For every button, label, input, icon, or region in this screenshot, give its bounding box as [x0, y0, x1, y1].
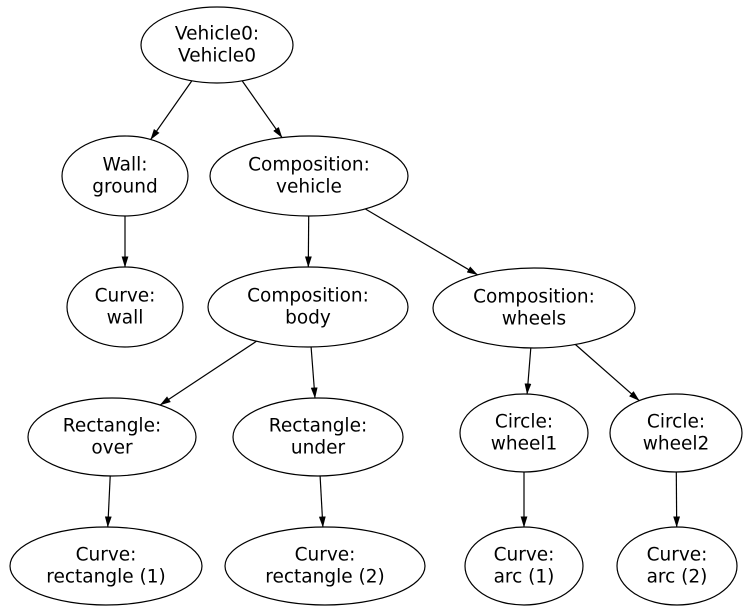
node-ellipse-curve-arc-2 — [616, 526, 738, 606]
node-ellipse-wall-ground — [61, 135, 189, 217]
node-label-composition-wheels-line2: wheels — [502, 309, 566, 330]
node-label-curve-arc-2-line1: Curve: — [647, 545, 708, 566]
node-circle-wheel2: Circle:wheel2 — [609, 393, 743, 473]
node-label-wall-ground-line1: Wall: — [103, 155, 148, 176]
node-label-rectangle-over-line1: Rectangle: — [63, 416, 161, 437]
node-label-curve-rectangle-1-line1: Curve: — [76, 545, 137, 566]
node-label-composition-body-line1: Composition: — [247, 286, 369, 307]
node-ellipse-curve-arc-1 — [464, 526, 584, 606]
node-ellipse-circle-wheel1 — [459, 393, 589, 473]
node-label-curve-rectangle-2-line2: rectangle (2) — [265, 567, 384, 588]
node-label-composition-wheels-line1: Composition: — [473, 287, 595, 308]
node-curve-arc-1: Curve:arc (1) — [464, 526, 584, 606]
node-label-circle-wheel1-line2: wheel1 — [491, 434, 558, 455]
node-vehicle0: Vehicle0:Vehicle0 — [140, 6, 294, 84]
node-ellipse-curve-rectangle-1 — [9, 526, 203, 606]
node-rectangle-over: Rectangle:over — [27, 397, 197, 477]
node-label-composition-vehicle-line2: vehicle — [276, 177, 342, 198]
node-label-vehicle0-line2: Vehicle0 — [178, 46, 256, 67]
node-ellipse-composition-wheels — [432, 267, 636, 349]
node-curve-rectangle-1: Curve:rectangle (1) — [9, 526, 203, 606]
node-label-curve-wall-line1: Curve: — [95, 286, 156, 307]
node-label-curve-wall-line2: wall — [107, 308, 144, 329]
node-circle-wheel1: Circle:wheel1 — [459, 393, 589, 473]
node-composition-body: Composition:body — [207, 266, 409, 348]
node-label-curve-arc-2-line2: arc (2) — [647, 567, 708, 588]
edge-composition-wheels-to-circle-wheel1 — [524, 347, 532, 395]
node-composition-wheels: Composition:wheels — [432, 267, 636, 349]
node-curve-wall: Curve:wall — [66, 266, 184, 348]
node-ellipse-circle-wheel2 — [609, 393, 743, 473]
node-label-curve-arc-1-line1: Curve: — [494, 545, 555, 566]
node-ellipse-composition-vehicle — [209, 135, 409, 217]
edge-composition-wheels-to-circle-wheel2 — [575, 344, 640, 402]
edge-rectangle-under-to-curve-rectangle-2 — [318, 475, 326, 528]
node-label-circle-wheel2-line2: wheel2 — [643, 434, 710, 455]
node-ellipse-rectangle-under — [232, 397, 404, 477]
edge-composition-body-to-rectangle-under — [310, 346, 318, 399]
node-ellipse-curve-wall — [66, 266, 184, 348]
node-label-wall-ground-line2: ground — [92, 177, 157, 198]
node-label-rectangle-under-line1: Rectangle: — [269, 416, 367, 437]
node-label-rectangle-under-line2: under — [291, 438, 346, 459]
node-ellipse-vehicle0 — [140, 6, 294, 84]
edge-rectangle-over-to-curve-rectangle-1 — [104, 475, 112, 528]
node-ellipse-rectangle-over — [27, 397, 197, 477]
node-label-curve-rectangle-1-line2: rectangle (1) — [46, 567, 165, 588]
node-label-curve-rectangle-2-line1: Curve: — [295, 545, 356, 566]
edge-vehicle0-to-composition-vehicle — [241, 80, 283, 138]
edge-composition-body-to-rectangle-over — [159, 340, 257, 406]
node-label-curve-arc-1-line2: arc (1) — [494, 567, 555, 588]
node-label-vehicle0-line1: Vehicle0: — [175, 24, 259, 45]
node-label-composition-body-line2: body — [285, 308, 331, 329]
node-rectangle-under: Rectangle:under — [232, 397, 404, 477]
node-ellipse-curve-rectangle-2 — [224, 526, 426, 606]
edge-composition-vehicle-to-composition-wheels — [364, 208, 478, 276]
node-curve-rectangle-2: Curve:rectangle (2) — [224, 526, 426, 606]
node-label-composition-vehicle-line1: Composition: — [248, 155, 370, 176]
node-composition-vehicle: Composition:vehicle — [209, 135, 409, 217]
node-wall-ground: Wall:ground — [61, 135, 189, 217]
node-curve-arc-2: Curve:arc (2) — [616, 526, 738, 606]
node-label-rectangle-over-line2: over — [91, 438, 133, 459]
edge-vehicle0-to-wall-ground — [150, 80, 193, 140]
node-label-circle-wheel1-line1: Circle: — [495, 412, 553, 433]
node-ellipse-composition-body — [207, 266, 409, 348]
node-label-circle-wheel2-line1: Circle: — [647, 412, 705, 433]
